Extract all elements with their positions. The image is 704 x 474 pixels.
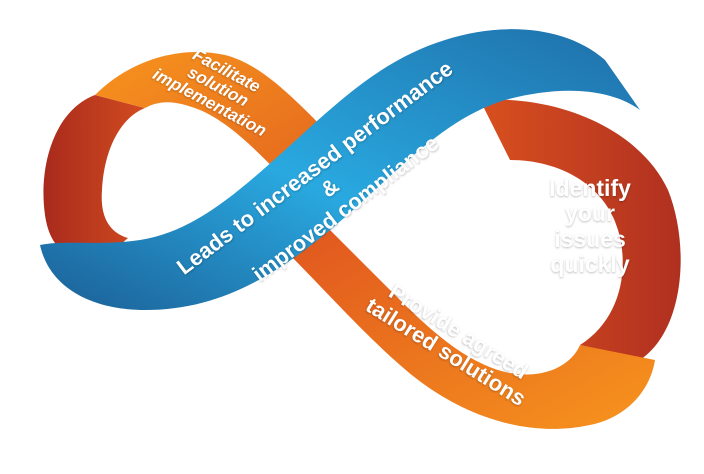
bottom-right-orange-band xyxy=(285,230,655,429)
left-loop-inner-band xyxy=(43,95,145,262)
label-identify-issues: Identify your issues quickly xyxy=(549,175,631,277)
blue-ribbon xyxy=(40,29,640,311)
right-loop-inner-band xyxy=(480,99,681,360)
